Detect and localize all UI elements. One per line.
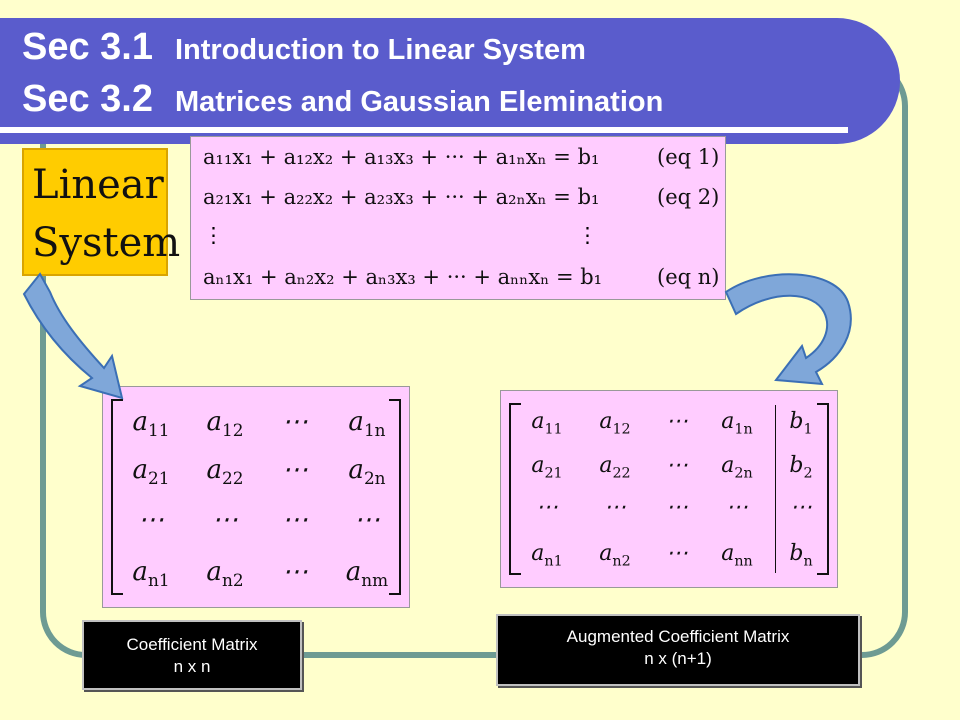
caption-size: n x n	[173, 657, 211, 676]
matrix-cell: b2	[789, 453, 813, 482]
matrix-cell: a22	[206, 455, 244, 489]
matrix-cell: ⋯	[138, 505, 164, 535]
vertical-dots-right: ⋮	[577, 223, 598, 247]
title-line-2: Sec 3.2 Matrices and Gaussian Elemination	[22, 78, 663, 121]
section-title: Matrices and Gaussian Elemination	[175, 86, 664, 118]
right-bracket	[817, 403, 829, 575]
matrix-cell: an1	[531, 541, 563, 570]
matrix-cell: ⋯	[666, 409, 688, 434]
matrix-cell: a22	[599, 453, 631, 482]
right-bracket	[389, 399, 401, 595]
matrix-cell: ⋯	[354, 505, 380, 535]
left-bracket	[111, 399, 123, 595]
coefficient-caption: Coefficient Matrix n x n	[82, 620, 302, 690]
matrix-cell: a1n	[721, 409, 753, 438]
equation-row-2: a₂₁x₁ + a₂₂x₂ + a₂₃x₃ + ··· + a₂ₙxₙ = b₁	[203, 185, 600, 209]
equation-row-n: aₙ₁x₁ + aₙ₂x₂ + aₙ₃x₃ + ··· + aₙₙxₙ = b₁	[203, 265, 603, 289]
equation-row-1: a₁₁x₁ + a₁₂x₂ + a₁₃x₃ + ··· + a₁ₙxₙ = b₁	[203, 145, 600, 169]
matrix-cell: ⋯	[604, 495, 626, 520]
section-title: Introduction to Linear System	[175, 34, 586, 66]
matrix-cell: ⋯	[536, 495, 558, 520]
augmented-caption: Augmented Coefficient Matrix n x (n+1)	[496, 614, 860, 686]
matrix-cell: ⋯	[790, 495, 812, 520]
matrix-cell: a11	[132, 407, 170, 441]
matrix-cell: a1n	[348, 407, 386, 441]
matrix-cell: an1	[132, 557, 170, 591]
matrix-cell: a21	[531, 453, 563, 482]
curved-arrow-right	[724, 273, 852, 386]
label-word-1: Linear	[32, 162, 164, 208]
section-number: Sec 3.2	[22, 78, 153, 120]
coefficient-matrix: a11 a12 ⋯ a1n a21 a22 ⋯ a2n ⋯ ⋯ ⋯ ⋯ an1 an2 ⋯ anm	[102, 386, 410, 608]
title-line-1: Sec 3.1 Introduction to Linear System	[22, 26, 586, 69]
equation-system-box: a₁₁x₁ + a₁₂x₂ + a₁₃x₃ + ··· + a₁ₙxₙ = b₁…	[190, 136, 726, 300]
matrix-cell: ⋯	[282, 505, 308, 535]
caption-title: Augmented Coefficient Matrix	[566, 627, 790, 646]
section-number: Sec 3.1	[22, 26, 153, 68]
augmented-matrix: a11 a12 ⋯ a1n b1 a21 a22 ⋯ a2n b2 ⋯ ⋯ ⋯ ⋯ ⋯ an1 an2 ⋯ ann b…	[500, 390, 838, 588]
matrix-cell: an2	[206, 557, 244, 591]
matrix-cell: ⋯	[666, 453, 688, 478]
equation-tag-n: (eq n)	[657, 265, 720, 289]
matrix-cell: a11	[531, 409, 563, 438]
matrix-cell: bn	[789, 541, 813, 570]
matrix-cell: ⋯	[282, 455, 308, 485]
matrix-cell: anm	[345, 557, 389, 591]
matrix-cell: ⋯	[726, 495, 748, 520]
matrix-cell: a21	[132, 455, 170, 489]
matrix-cell: a12	[206, 407, 244, 441]
title-underline	[0, 127, 848, 133]
matrix-cell: ⋯	[666, 495, 688, 520]
matrix-cell: b1	[789, 409, 813, 438]
vertical-dots-left: ⋮	[203, 223, 224, 247]
matrix-cell: ⋯	[282, 407, 308, 437]
matrix-cell: ⋯	[666, 541, 688, 566]
matrix-cell: a12	[599, 409, 631, 438]
matrix-cell: ⋯	[282, 557, 308, 587]
matrix-cell: a2n	[721, 453, 753, 482]
linear-system-label: Linear System	[22, 148, 181, 276]
matrix-cell: a2n	[348, 455, 386, 489]
curved-arrow-left	[22, 272, 124, 400]
left-bracket	[509, 403, 521, 575]
equation-tag-2: (eq 2)	[657, 185, 720, 209]
caption-title: Coefficient Matrix	[126, 635, 258, 654]
title-band	[0, 18, 900, 144]
matrix-cell: an2	[599, 541, 631, 570]
matrix-cell: ann	[721, 541, 753, 570]
caption-size: n x (n+1)	[644, 649, 712, 668]
label-word-2: System	[32, 220, 181, 266]
equation-tag-1: (eq 1)	[657, 145, 720, 169]
matrix-cell: ⋯	[212, 505, 238, 535]
augmented-divider	[775, 405, 776, 573]
